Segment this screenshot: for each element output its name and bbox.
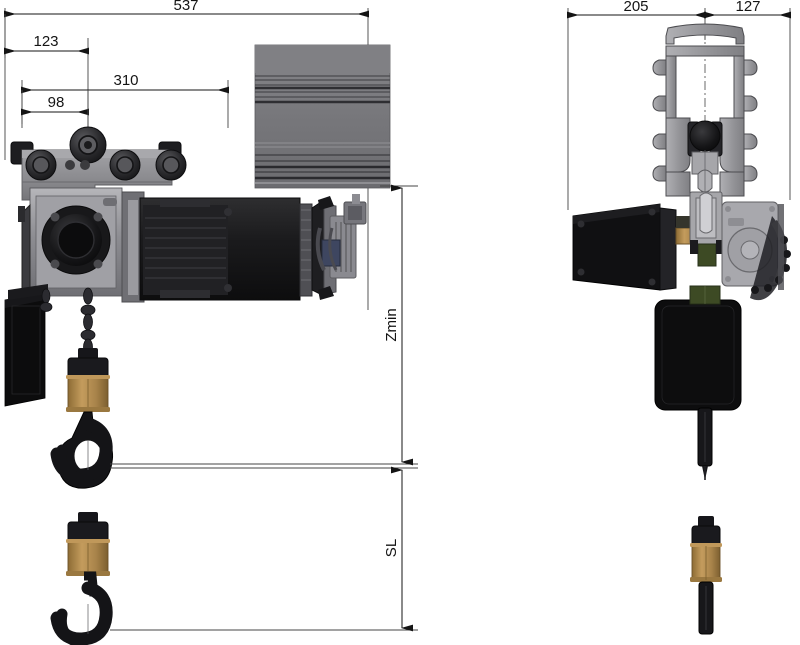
rail-beam-front-view	[254, 44, 391, 189]
dimension-label-98: 98	[48, 94, 65, 111]
dimension-label-zmin: Zmin	[383, 308, 400, 341]
hook-block-lower-side-view	[690, 516, 722, 635]
hook-block-upper-front-view	[50, 348, 114, 489]
load-chain-front-view	[39, 287, 96, 356]
dimension-trolley-left: 123	[4, 14, 89, 128]
hook-upper-side-view	[697, 407, 713, 480]
rail-profile-section	[652, 23, 758, 197]
gearbox-side-view	[689, 191, 791, 301]
gearbox-housing-front-view	[18, 187, 123, 297]
motor-block-side-view	[572, 203, 701, 291]
dimension-headroom: Zmin	[110, 184, 418, 466]
hook-block-lower-front-view	[50, 512, 113, 645]
dimension-beam-right: 127	[704, 0, 791, 200]
dimension-label-123: 123	[33, 33, 58, 50]
chain-container-front-view	[4, 284, 48, 407]
chain-container-side-view	[654, 285, 742, 411]
dimension-label-310: 310	[113, 72, 138, 89]
dimension-label-sl: SL	[383, 539, 400, 557]
trolley-carriage-front-view	[10, 126, 187, 201]
motor-body-front-view	[121, 191, 313, 303]
dimension-label-127: 127	[735, 0, 760, 15]
dimension-lifting-height: SL	[110, 466, 418, 632]
control-box-front-view	[311, 194, 367, 300]
dimension-hook-offset: 98	[21, 90, 89, 128]
dimension-label-205: 205	[623, 0, 648, 15]
dimension-label-537: 537	[173, 0, 198, 14]
gearbox-nameplate	[728, 218, 744, 226]
